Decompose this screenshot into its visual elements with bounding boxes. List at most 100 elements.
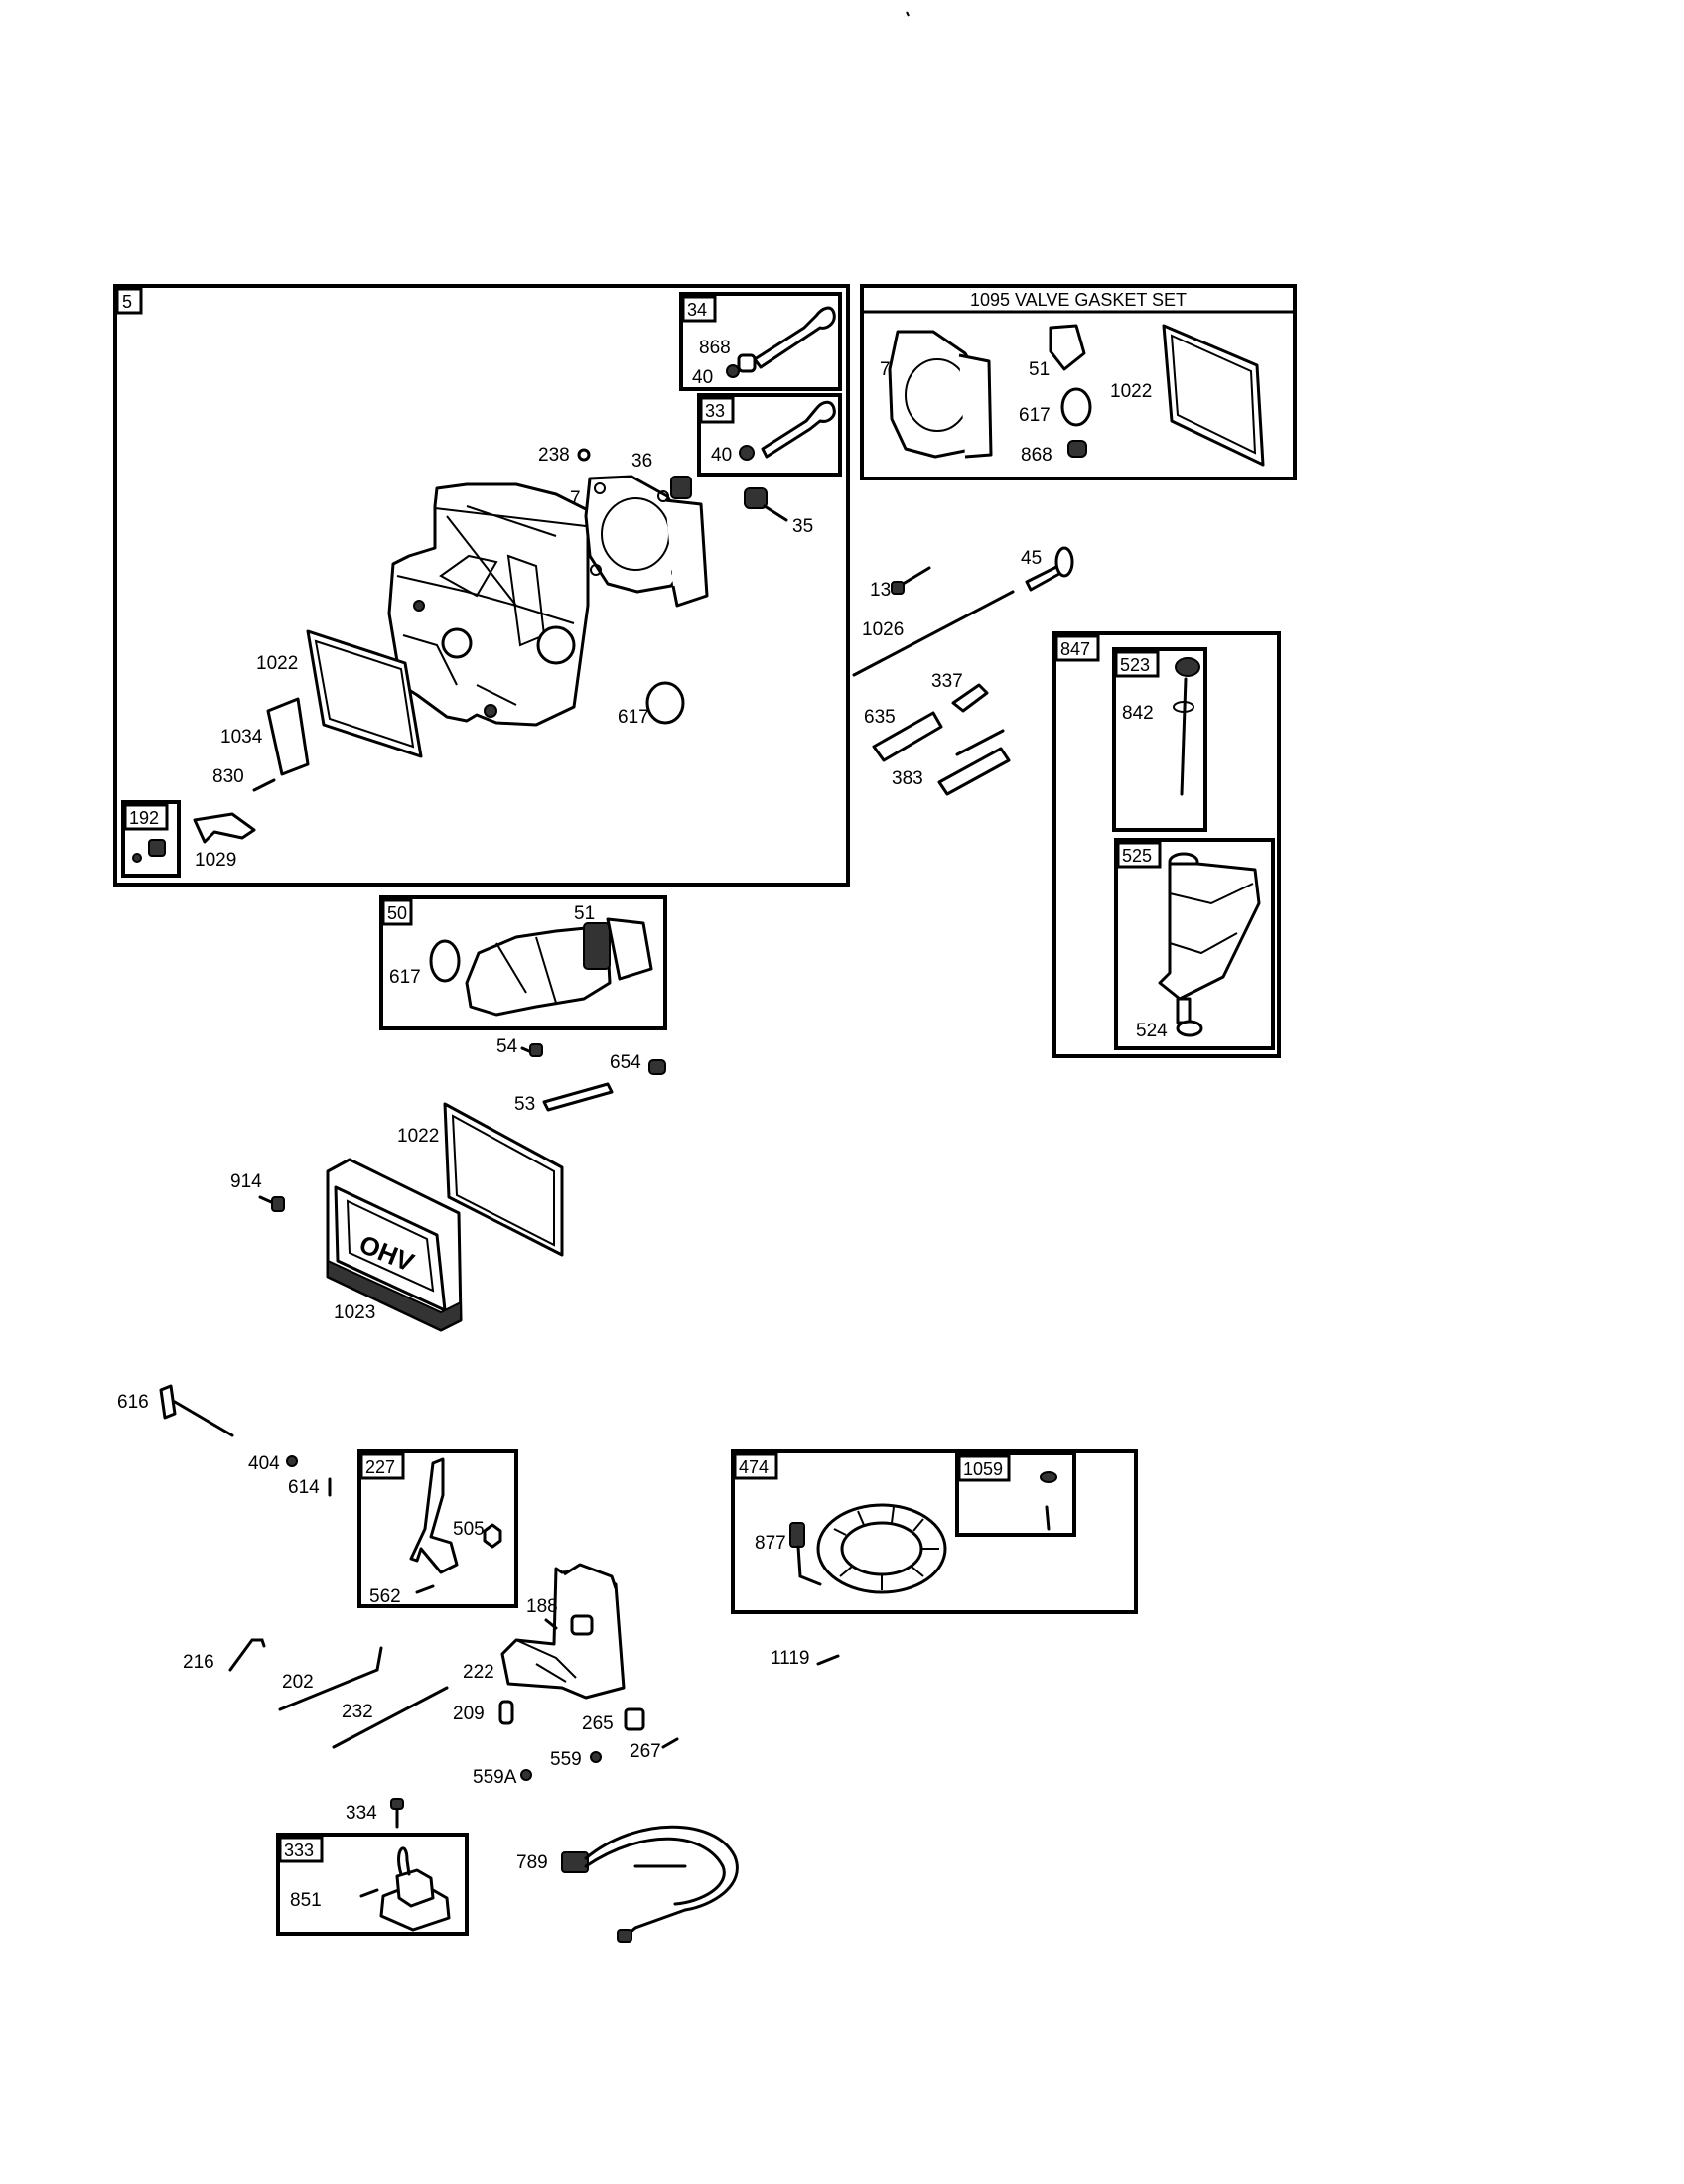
cylinder-head-casting: [387, 482, 590, 727]
alternator-tag-text: 474: [739, 1457, 769, 1477]
label-7: 7: [570, 488, 581, 509]
oring-617: [645, 681, 685, 725]
bracket-1029: [193, 812, 256, 844]
label-202: 202: [282, 1672, 314, 1693]
dipstick-523-tag: [1114, 650, 1160, 678]
label-238: 238: [538, 445, 570, 466]
label-617: 617: [1019, 405, 1051, 426]
label-1023: 1023: [334, 1302, 375, 1323]
ignition-frame: [276, 1833, 469, 1936]
label-616: 616: [117, 1392, 149, 1413]
intake-frame: [379, 895, 667, 1030]
valve-33-drawing: [739, 400, 836, 461]
cap-635: [872, 711, 943, 762]
screw-267: [661, 1737, 679, 1749]
label-559: 559: [550, 1749, 582, 1770]
tube-525-drawing: [1158, 852, 1261, 1024]
dipstick-tube-frame: [1052, 631, 1281, 1058]
label-617: 617: [389, 967, 421, 988]
label-1022: 1022: [397, 1126, 439, 1147]
valve-seal-35: [744, 487, 788, 522]
rod-1026: [852, 590, 1015, 677]
screw-1119: [816, 1654, 840, 1666]
spark-plug-337: [951, 683, 989, 713]
governor-lever: [409, 1457, 459, 1574]
bolt-830: [252, 778, 276, 792]
part-404: [286, 1455, 298, 1467]
label-232: 232: [342, 1702, 373, 1722]
label-7: 7: [880, 359, 891, 380]
intake-manifold-drawing: [465, 917, 653, 1017]
valve-gasket-set-title: 1095 VALVE GASKET SET: [970, 290, 1187, 310]
alternator-group: 474 1059: [731, 1449, 1138, 1614]
part-383: [937, 747, 1011, 796]
nut-505: [483, 1523, 502, 1549]
label-635: 635: [864, 707, 896, 728]
dipstick-523-box: [1112, 647, 1207, 832]
label-337: 337: [931, 671, 963, 692]
label-36: 36: [632, 451, 652, 472]
label-617: 617: [618, 707, 649, 728]
label-40: 40: [692, 367, 713, 388]
valve-33-tag: [699, 396, 735, 424]
link-216: [228, 1638, 266, 1672]
label-562: 562: [369, 1586, 401, 1607]
ignition-coil: [379, 1846, 451, 1932]
label-559a: 559A: [473, 1767, 517, 1788]
label-54: 54: [496, 1036, 518, 1057]
part-559: [590, 1751, 602, 1763]
wire-harness-789: [561, 1825, 739, 1943]
part-238: [577, 448, 591, 462]
ignition-group: 333: [276, 1833, 469, 1936]
ignition-tag: [278, 1836, 324, 1863]
breather-192-tag: [123, 803, 169, 831]
tube-525-tag: [1116, 841, 1162, 869]
rocker-gasket-1022: [306, 629, 423, 758]
part-616: [159, 1384, 177, 1420]
dipstick-tube-tag-text: 847: [1060, 639, 1090, 659]
label-265: 265: [582, 1713, 614, 1734]
label-1026: 1026: [862, 619, 904, 640]
label-45: 45: [1021, 548, 1042, 569]
scan-mark: [906, 11, 910, 17]
label-35: 35: [792, 516, 813, 537]
label-914: 914: [230, 1171, 262, 1192]
label-40: 40: [711, 445, 732, 466]
label-505: 505: [453, 1519, 485, 1540]
set-head-gasket: [888, 330, 993, 459]
ignition-tag-text: 333: [284, 1841, 314, 1860]
valve-gasket-set-frame: [860, 284, 1297, 480]
alternator-frame: [731, 1449, 1138, 1614]
label-51: 51: [574, 903, 595, 924]
head-gasket: [584, 475, 709, 608]
intake-tag-text: 50: [387, 903, 407, 923]
intake-group: 50 51 617: [379, 895, 667, 1030]
set-seal-868: [1067, 440, 1087, 458]
spring-232: [332, 1686, 449, 1749]
valve-33-tag-text: 33: [705, 401, 725, 421]
set-oring-617: [1060, 387, 1092, 427]
alternator-1059-tag-text: 1059: [963, 1459, 1003, 1479]
label-13: 13: [870, 580, 891, 601]
set-gasket-1022: [1162, 324, 1265, 467]
governor-tag: [359, 1452, 405, 1480]
dipstick-523-drawing: [1173, 657, 1200, 796]
valve-34-tag: [681, 295, 717, 323]
cylinder-head-group: 5 34 868 40 33 40 238 36 7 35 1022 617 1…: [113, 284, 850, 887]
intake-oring: [429, 939, 461, 983]
cover-gasket-1022: [443, 1102, 564, 1257]
valve-gasket-set-group: 1095 VALVE GASKET SET 7 51 617 868 1022: [860, 284, 1297, 480]
label-851: 851: [290, 1890, 322, 1911]
pushrod-area: 13 45 1026 337 635 383: [852, 546, 1074, 796]
label-404: 404: [248, 1453, 280, 1474]
label-383: 383: [892, 768, 923, 789]
oring-524: [1176, 1020, 1203, 1037]
alternator-1059-tag: [957, 1454, 1011, 1482]
stud-53: [542, 1082, 614, 1112]
label-524: 524: [1136, 1021, 1168, 1041]
tube-525-tag-text: 525: [1122, 846, 1152, 866]
label-1029: 1029: [195, 850, 236, 871]
label-51: 51: [1029, 359, 1050, 380]
label-1034: 1034: [220, 727, 263, 748]
label-53: 53: [514, 1094, 535, 1115]
